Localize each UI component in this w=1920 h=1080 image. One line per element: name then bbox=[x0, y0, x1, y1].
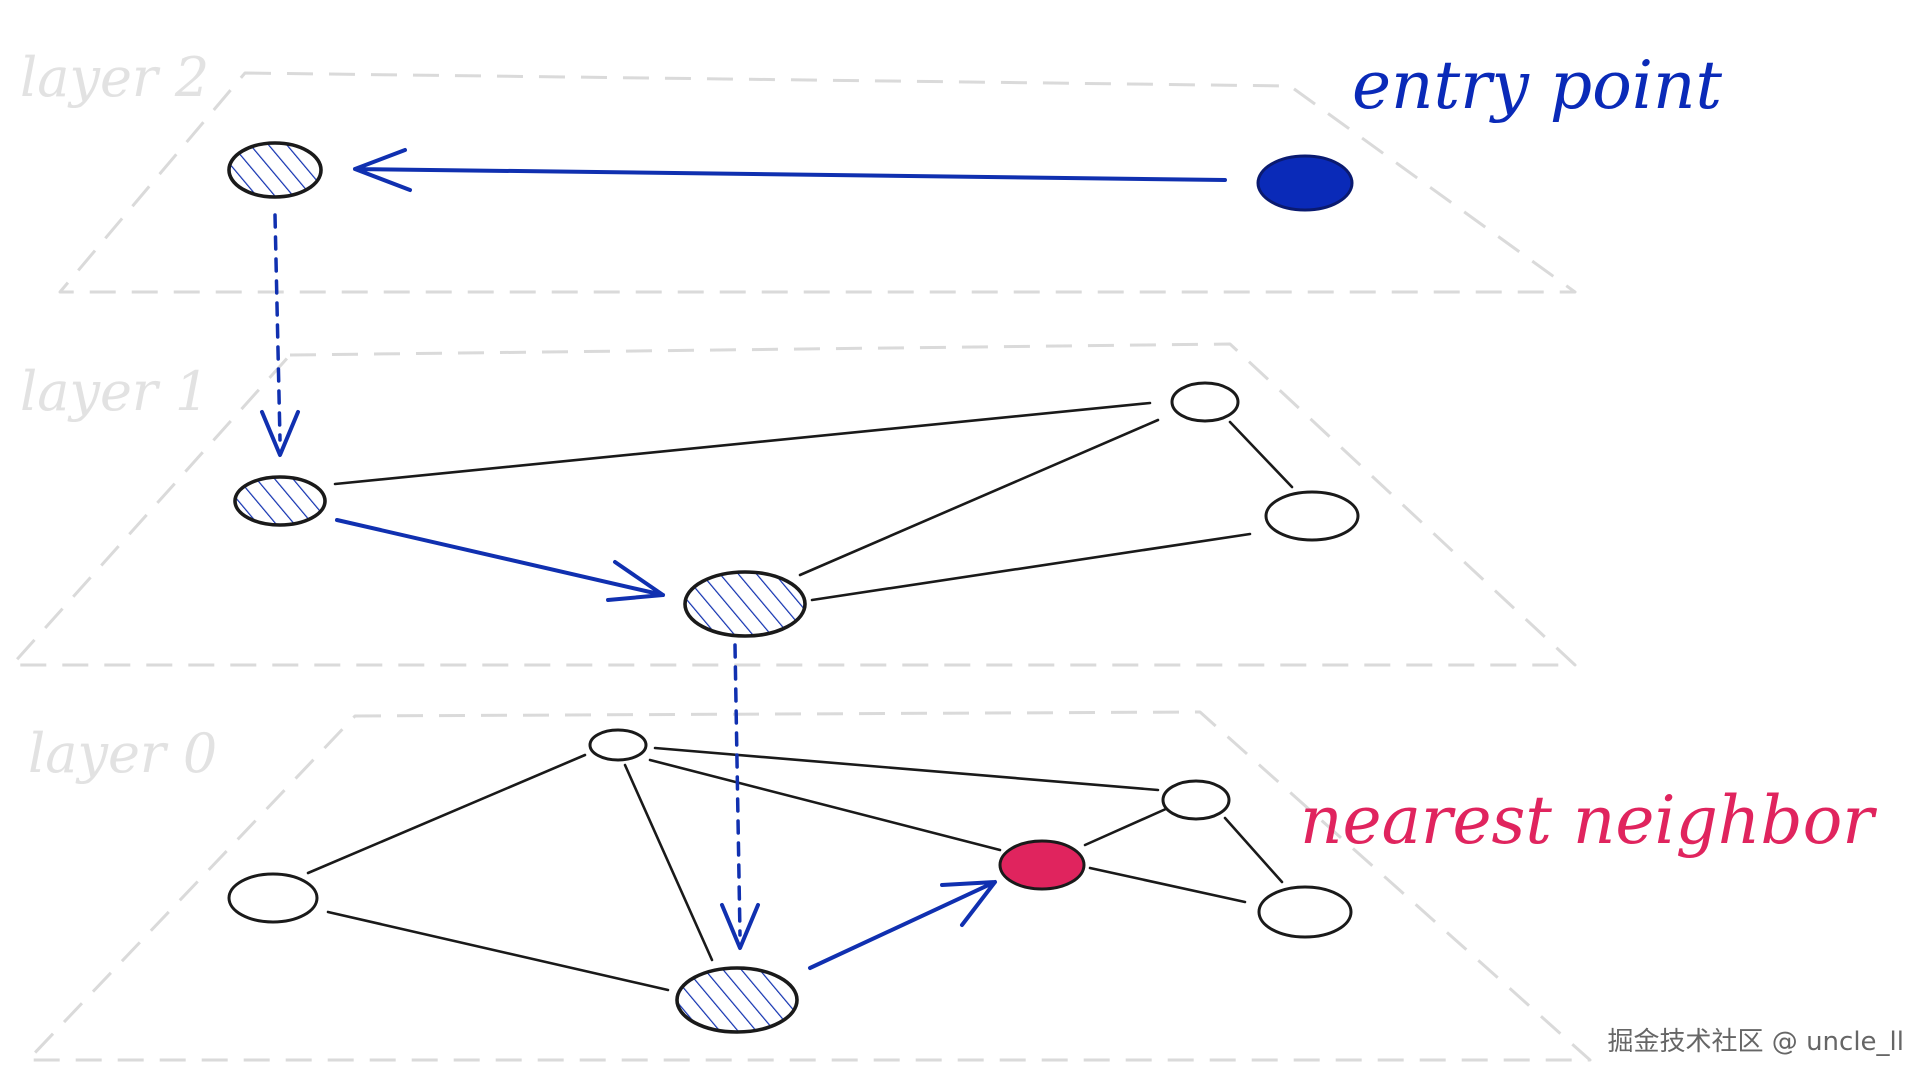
layer-1-plane bbox=[10, 342, 1577, 667]
entry-point-label: entry point bbox=[1352, 47, 1723, 124]
edge bbox=[1228, 420, 1294, 489]
layer-1-visited-node bbox=[683, 570, 807, 638]
layer-0-visited-node bbox=[675, 966, 799, 1034]
edge bbox=[1083, 806, 1170, 847]
drop-arrowhead bbox=[720, 903, 760, 950]
edge bbox=[798, 418, 1160, 577]
layer-2-visited-node bbox=[227, 141, 323, 199]
layer-1-label: layer 1 bbox=[20, 360, 209, 423]
edge bbox=[653, 746, 1160, 792]
nearest-neighbor-label: nearest neighbor bbox=[1300, 782, 1877, 859]
graph-node bbox=[1170, 381, 1240, 423]
edge bbox=[810, 532, 1252, 602]
layer-0-label: layer 0 bbox=[28, 722, 217, 785]
arrow-entry-to-layer2 bbox=[353, 148, 1227, 192]
arrow-layer1-hop bbox=[335, 518, 665, 602]
arrow-layer0-to-nearest bbox=[808, 880, 997, 970]
watermark: 掘金技术社区 @ uncle_ll bbox=[1607, 1027, 1904, 1057]
layer-1-visited-node bbox=[233, 475, 327, 527]
graph-node bbox=[1161, 779, 1231, 821]
drop-arrowhead bbox=[260, 410, 300, 457]
drop-layer2-to-layer1 bbox=[273, 213, 282, 442]
layer-0-plane bbox=[26, 710, 1592, 1062]
edge bbox=[333, 401, 1152, 486]
edge bbox=[1088, 866, 1247, 904]
layer-2-plane bbox=[58, 71, 1577, 294]
graph-node bbox=[227, 872, 319, 924]
edge bbox=[326, 910, 670, 992]
edge bbox=[1223, 816, 1284, 884]
layer-2-label: layer 2 bbox=[20, 46, 209, 109]
edge bbox=[648, 758, 1002, 852]
edge bbox=[623, 763, 714, 962]
edge bbox=[306, 753, 587, 875]
graph-node bbox=[1264, 490, 1360, 542]
graph-node bbox=[588, 728, 648, 762]
drop-layer1-to-layer0 bbox=[733, 643, 742, 937]
nearest-neighbor-node bbox=[998, 839, 1086, 891]
search-path bbox=[260, 148, 1227, 970]
entry-point-node bbox=[1256, 154, 1354, 212]
graph-node bbox=[1257, 885, 1353, 939]
